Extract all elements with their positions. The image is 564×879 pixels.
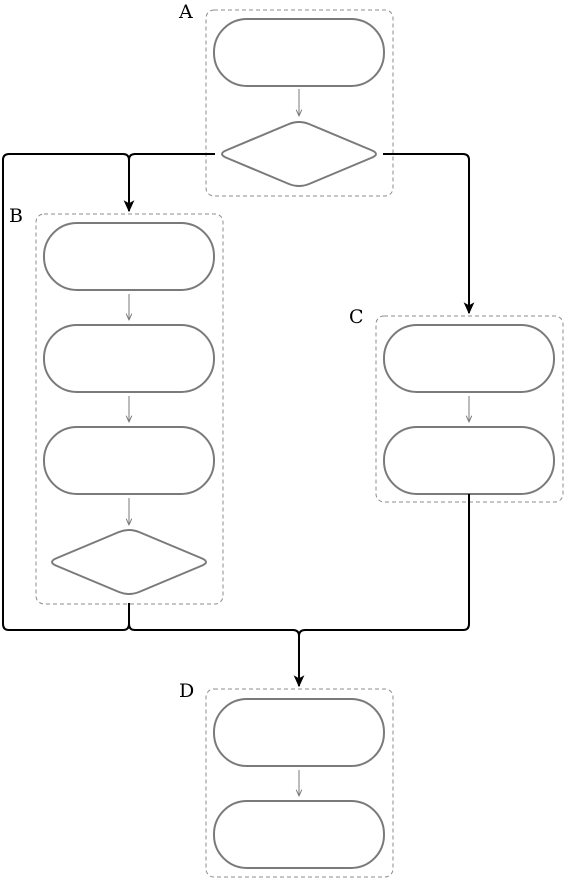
flow-c-to-d — [298, 494, 470, 637]
flow-b-loop-back — [2, 153, 130, 631]
node-d2-terminal[interactable] — [213, 800, 385, 869]
group-d: D — [179, 680, 394, 878]
group-a: A — [178, 1, 394, 197]
flow-a-to-c — [383, 153, 475, 315]
flow-b-to-d — [128, 623, 305, 688]
group-b: B — [9, 205, 224, 605]
group-b-border — [35, 213, 224, 605]
node-b1-terminal[interactable] — [43, 222, 215, 291]
flow-a-to-b — [123, 153, 215, 213]
group-d-border — [205, 688, 394, 878]
main-flow — [2, 153, 475, 688]
node-b3-terminal[interactable] — [43, 426, 215, 495]
node-b2-terminal[interactable] — [43, 324, 215, 393]
node-d1-terminal[interactable] — [213, 698, 385, 767]
group-a-border — [205, 9, 394, 197]
inner-arrows — [129, 89, 469, 796]
nodes — [43, 18, 555, 869]
node-c1-terminal[interactable] — [383, 324, 555, 393]
node-c2-terminal[interactable] — [383, 426, 555, 495]
group-d-label: D — [179, 680, 194, 702]
group-b-label: B — [9, 205, 23, 227]
node-a1-terminal[interactable] — [213, 18, 385, 87]
node-b4-decision[interactable] — [51, 529, 207, 595]
group-a-label: A — [178, 1, 193, 23]
node-a2-decision[interactable] — [221, 121, 377, 187]
group-c-label: C — [349, 306, 364, 328]
